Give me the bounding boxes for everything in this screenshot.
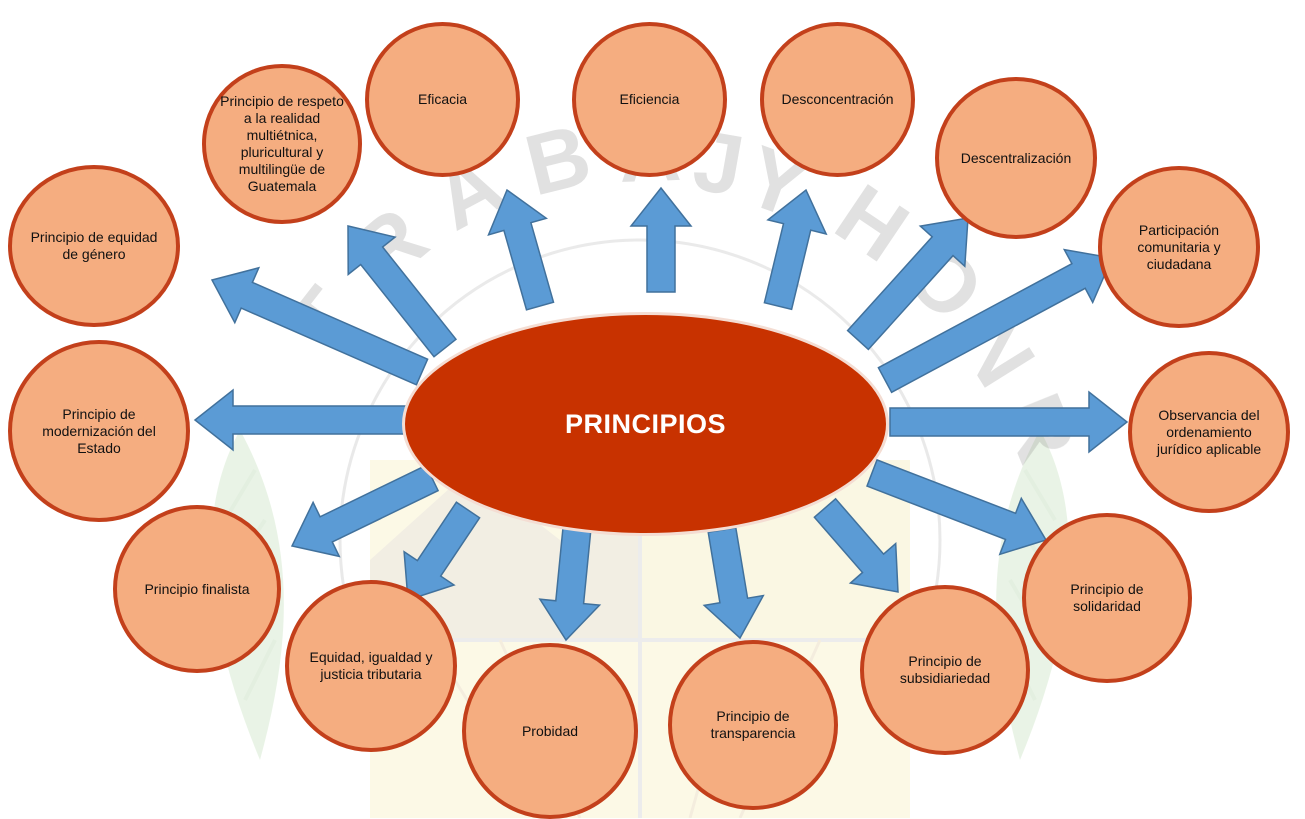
node-label: Principio de solidaridad — [1070, 581, 1144, 614]
arrow-13 — [193, 388, 409, 452]
arrow-10 — [538, 525, 602, 642]
node-label: Principio de equidad de género — [30, 229, 158, 262]
arrow-2 — [629, 186, 693, 293]
node-eficiencia: Eficiencia — [572, 22, 727, 177]
node-label: Principio de modernización del Estado — [42, 405, 156, 456]
node-equidad-tributaria: Equidad, igualdad y justicia tributaria — [285, 580, 457, 752]
center-label: PRINCIPIOS — [564, 408, 727, 439]
node-label: Principio de subsidiariedad — [899, 653, 991, 686]
node-label: Principio finalista — [144, 580, 250, 597]
node-label: Eficacia — [417, 91, 468, 107]
arrow-1 — [487, 188, 555, 311]
node-equidad-genero: Principio de equidad de género — [8, 165, 180, 327]
arrow-8 — [813, 497, 899, 593]
node-label: Equidad, igualdad y justicia tributaria — [309, 649, 433, 682]
node-label: Observancia del ordenamiento jurídico ap… — [1156, 406, 1262, 457]
node-label: Principio de respeto a la realidad multi… — [220, 93, 344, 194]
node-modernizacion: Principio de modernización del Estado — [8, 340, 190, 522]
node-label: Participación comunitaria y ciudadana — [1137, 221, 1221, 272]
node-participacion: Participación comunitaria y ciudadana — [1098, 166, 1260, 328]
node-descentralizacion: Descentralización — [935, 77, 1097, 239]
node-transparencia: Principio de transparencia — [668, 640, 838, 810]
arrow-11 — [403, 501, 481, 602]
center-principios: PRINCIPIOS — [402, 312, 889, 536]
node-label: Principio de transparencia — [710, 708, 796, 741]
node-finalista: Principio finalista — [113, 505, 281, 673]
node-probidad: Probidad — [462, 643, 638, 819]
arrow-7 — [866, 458, 1048, 556]
arrow-6 — [889, 390, 1129, 454]
node-label: Descentralización — [960, 149, 1072, 166]
node-label: Desconcentración — [781, 91, 894, 107]
arrow-5 — [877, 248, 1114, 394]
arrow-0 — [347, 225, 458, 358]
node-label: Probidad — [521, 722, 579, 739]
node-solidaridad: Principio de solidaridad — [1022, 513, 1192, 683]
node-eficacia: Eficacia — [365, 22, 520, 177]
node-observancia: Observancia del ordenamiento jurídico ap… — [1128, 351, 1290, 513]
arrow-4 — [846, 217, 969, 351]
arrow-3 — [763, 188, 828, 311]
node-label: Eficiencia — [619, 91, 680, 107]
node-subsidiariedad: Principio de subsidiariedad — [860, 585, 1030, 755]
node-respeto-multietnico: Principio de respeto a la realidad multi… — [202, 64, 362, 224]
arrow-14 — [210, 266, 429, 386]
arrow-9 — [702, 526, 765, 640]
arrow-12 — [290, 464, 440, 558]
node-desconcentracion: Desconcentración — [760, 22, 915, 177]
